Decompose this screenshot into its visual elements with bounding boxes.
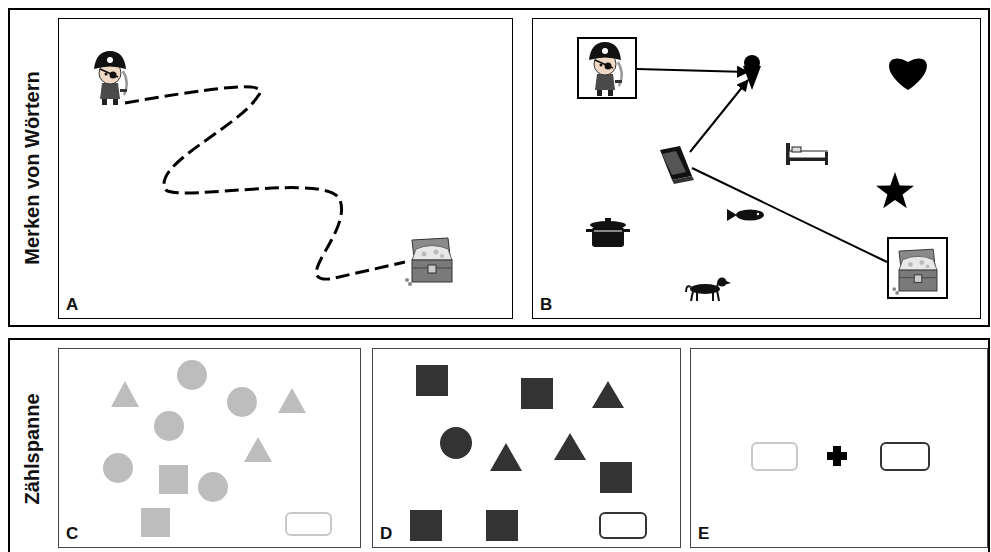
pirate-icon	[94, 51, 127, 105]
fish-icon	[757, 213, 759, 215]
answer-box	[600, 513, 646, 538]
answer-box	[881, 443, 929, 470]
dark-shapes	[410, 510, 442, 541]
grey-shapes	[198, 472, 228, 502]
book-icon	[662, 151, 686, 175]
heart-icon	[889, 58, 927, 90]
bed-icon	[825, 152, 828, 165]
grey-shapes	[244, 437, 272, 462]
chest-frame	[888, 238, 947, 298]
treasure-chest-icon	[405, 238, 452, 286]
pot-icon	[594, 231, 622, 232]
panel-letter: B	[540, 296, 552, 313]
pirate-icon	[589, 42, 622, 96]
treasure-chest-icon	[892, 249, 937, 295]
pot-icon	[624, 229, 630, 232]
section-frame: ZählspanneC D E	[8, 338, 990, 552]
figure-panel: E	[690, 348, 988, 548]
figure-panel: C	[58, 348, 361, 548]
pirate-icon	[94, 51, 127, 105]
grey-shapes	[227, 387, 257, 417]
dog-icon	[690, 284, 720, 294]
book-icon	[660, 146, 694, 184]
figure-panel: B	[532, 18, 981, 319]
treasure-chest-icon	[405, 238, 452, 286]
pot-icon	[605, 218, 611, 222]
panel-letter: E	[698, 525, 709, 542]
book-icon	[660, 146, 692, 180]
section-frame: Merken von WörternA B	[8, 8, 990, 327]
grey-shapes	[111, 381, 139, 407]
dark-shapes	[554, 433, 586, 460]
pot-icon	[586, 218, 630, 247]
dog-icon	[724, 280, 731, 285]
fish-icon	[727, 209, 764, 221]
dog-icon	[686, 286, 691, 292]
grey-shapes	[278, 388, 306, 413]
dog-icon	[717, 280, 719, 287]
grey-shapes	[103, 453, 133, 483]
grey-shapes	[154, 411, 184, 441]
dark-shapes	[521, 378, 553, 409]
dashed-route	[125, 87, 405, 279]
dark-shapes	[486, 510, 518, 541]
dark-shapes	[440, 427, 472, 459]
path-line	[637, 69, 748, 72]
bed-icon	[789, 158, 827, 161]
pirate-icon	[589, 42, 622, 96]
dark-shapes	[592, 381, 624, 408]
dog-icon	[686, 278, 731, 302]
ice-cream-icon	[743, 55, 761, 90]
fish-icon	[727, 209, 737, 221]
dark-shapes	[490, 443, 522, 471]
plus-sign	[827, 446, 847, 466]
star-icon	[876, 172, 914, 208]
figure-panel: A	[58, 18, 513, 319]
dog-icon	[712, 291, 714, 301]
fish-icon	[736, 210, 764, 221]
panel-letter: D	[380, 525, 392, 542]
dark-shapes	[410, 365, 632, 541]
section-title: Merken von Wörtern	[21, 71, 44, 264]
ice-cream-icon	[743, 66, 761, 90]
dog-icon	[691, 291, 693, 301]
answer-box	[752, 443, 797, 470]
pirate-frame	[578, 38, 636, 98]
pot-icon	[586, 229, 592, 232]
grey-shapes	[177, 360, 207, 390]
dark-shapes	[600, 462, 632, 493]
figure-panel: D	[372, 348, 681, 548]
panel-letter: C	[66, 525, 78, 542]
path-line	[690, 80, 748, 152]
grey-shapes	[141, 508, 170, 537]
answer-box	[286, 513, 331, 535]
panel-letter: A	[66, 296, 78, 313]
bed-icon	[792, 147, 801, 152]
pot-icon	[590, 221, 626, 229]
path-line	[692, 168, 887, 262]
section-title: Zählspanne	[21, 393, 44, 504]
pot-icon	[592, 227, 624, 247]
dog-icon	[696, 291, 698, 301]
grey-shapes	[159, 465, 188, 494]
bed-icon	[786, 143, 828, 165]
grey-shapes	[103, 360, 306, 537]
dark-shapes	[416, 365, 448, 396]
dog-icon	[717, 290, 719, 301]
book-icon	[672, 176, 694, 184]
treasure-chest-icon	[892, 249, 937, 295]
